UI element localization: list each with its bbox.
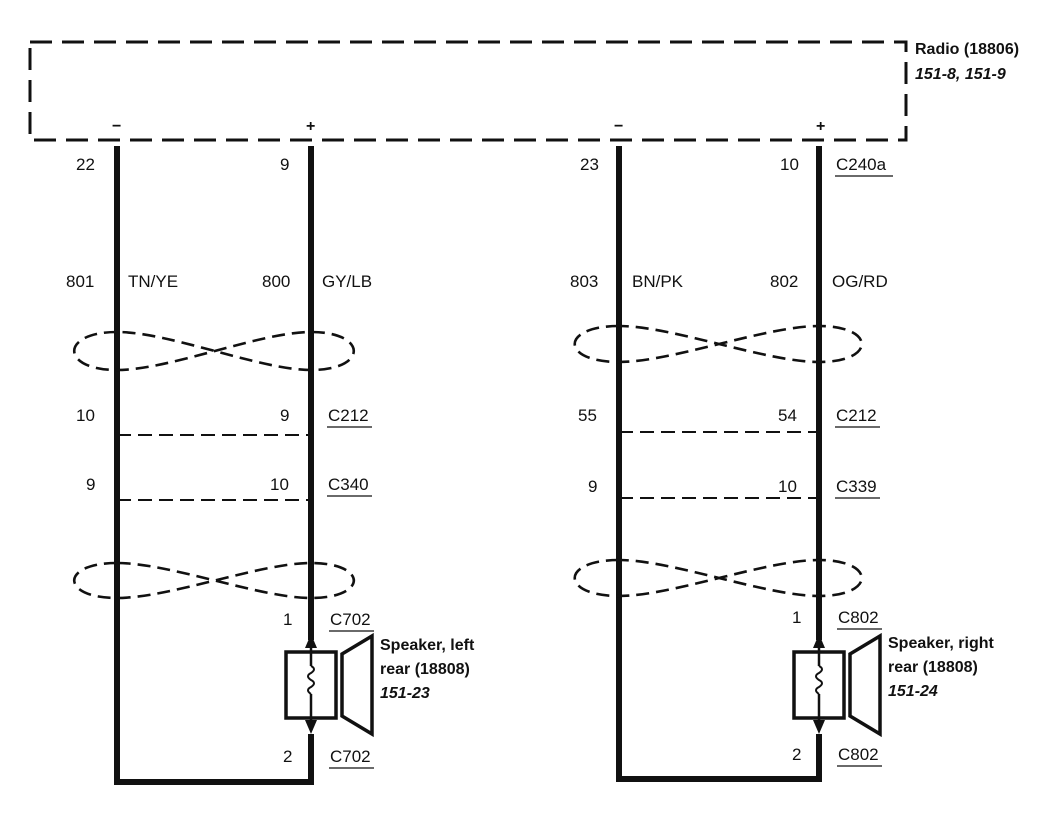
radio-ref: 151-8, 151-9 — [915, 66, 1006, 83]
right-minus-radio-pin: 23 — [580, 155, 599, 174]
left-minus-polarity: − — [112, 118, 121, 135]
right-minus-wire — [616, 146, 822, 782]
left-twisted-pair-lower — [73, 561, 355, 600]
right-minus-c212-pin: 55 — [578, 406, 597, 425]
left-plus-c212-pin: 9 — [280, 406, 289, 425]
left-minus-wire — [114, 146, 314, 785]
right-speaker-circuit: − + 23 10 C240a 803 BN/PK 802 OG/RD 55 5… — [570, 118, 994, 782]
radio-label: Radio (18806) — [915, 41, 1019, 58]
left-speaker-name-line2: rear (18808) — [380, 661, 470, 678]
right-plus-circuit-number: 802 — [770, 272, 798, 291]
left-speaker-top-pin: 1 — [283, 610, 292, 629]
left-minus-c212-pin: 10 — [76, 406, 95, 425]
right-plus-c212-pin: 54 — [778, 406, 797, 425]
right-speaker-top-connector: C802 — [838, 608, 879, 627]
right-twisted-pair-upper — [573, 324, 863, 364]
left-speaker-ref: 151-23 — [380, 685, 430, 702]
left-c212-label: C212 — [328, 406, 369, 425]
right-twisted-pair-lower — [573, 558, 863, 598]
right-speaker-top-pin: 1 — [792, 608, 801, 627]
radio-module: Radio (18806) 151-8, 151-9 — [28, 40, 1019, 142]
right-speaker-icon — [792, 632, 882, 738]
left-minus-radio-pin: 22 — [76, 155, 95, 174]
right-minus-mid-pin: 9 — [588, 477, 597, 496]
left-minus-circuit-number: 801 — [66, 272, 94, 291]
right-minus-wire-color: BN/PK — [632, 272, 684, 291]
left-speaker-name-line1: Speaker, left — [380, 637, 475, 654]
radio-outline — [28, 40, 908, 142]
left-plus-polarity: + — [306, 118, 315, 135]
left-minus-mid-pin: 9 — [86, 475, 95, 494]
left-speaker-icon — [284, 632, 374, 738]
right-plus-mid-pin: 10 — [778, 477, 797, 496]
radio-connector-label: C240a — [836, 155, 887, 174]
right-c339-label: C339 — [836, 477, 877, 496]
right-plus-wire-color: OG/RD — [832, 272, 888, 291]
left-speaker-bottom-connector: C702 — [330, 747, 371, 766]
left-speaker-circuit: − + 22 9 801 TN/YE 800 GY/LB 10 9 C212 9… — [66, 118, 475, 785]
right-plus-radio-pin: 10 — [780, 155, 799, 174]
right-c212-label: C212 — [836, 406, 877, 425]
right-plus-polarity: + — [816, 118, 825, 135]
right-speaker-bottom-pin: 2 — [792, 745, 801, 764]
left-plus-mid-pin: 10 — [270, 475, 289, 494]
left-minus-wire-color: TN/YE — [128, 272, 178, 291]
right-speaker-ref: 151-24 — [888, 683, 938, 700]
left-plus-circuit-number: 800 — [262, 272, 290, 291]
right-speaker-bottom-connector: C802 — [838, 745, 879, 764]
left-c340-label: C340 — [328, 475, 369, 494]
right-minus-circuit-number: 803 — [570, 272, 598, 291]
left-speaker-bottom-pin: 2 — [283, 747, 292, 766]
right-minus-polarity: − — [614, 118, 623, 135]
left-plus-wire-color: GY/LB — [322, 272, 372, 291]
right-speaker-name-line1: Speaker, right — [888, 635, 994, 652]
left-twisted-pair-upper — [73, 330, 355, 372]
right-speaker-name-line2: rear (18808) — [888, 659, 978, 676]
left-speaker-top-connector: C702 — [330, 610, 371, 629]
left-plus-radio-pin: 9 — [280, 155, 289, 174]
